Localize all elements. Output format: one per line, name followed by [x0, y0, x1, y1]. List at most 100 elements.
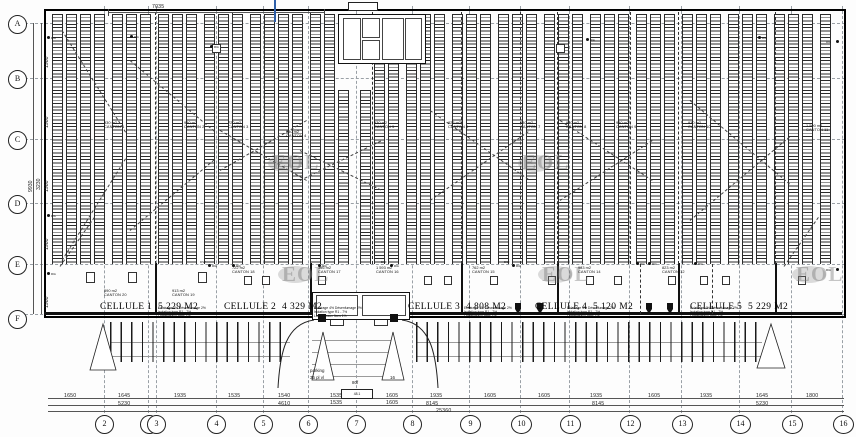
grid-bubble-column-10[interactable]: 10 — [511, 415, 532, 434]
ria-label: RIA — [214, 45, 219, 49]
ria-label: RIA — [51, 36, 56, 40]
exit-arrow — [536, 302, 544, 320]
canton-12-name: CANTON 12 — [662, 269, 685, 275]
canton-1-label: 930 m2 CANTON 1 — [104, 120, 124, 130]
canton-15-name: CANTON 15 — [472, 269, 495, 275]
gridline-col-4 — [216, 6, 217, 418]
canton-4-area: 930 m2 — [286, 129, 299, 134]
canton-10-area: 930 m2 — [688, 120, 701, 125]
watermark-ellipse — [268, 155, 302, 172]
canton-15-area: 762 m2 — [472, 265, 485, 270]
bottom-partial-2: 4610 — [278, 401, 291, 407]
equipment-box — [212, 44, 221, 53]
rack-row — [682, 14, 693, 264]
ria-marker-dot — [636, 262, 640, 266]
rack-row — [618, 14, 629, 264]
canton-divider — [678, 12, 679, 264]
equipment-box — [668, 276, 676, 285]
ria-marker-dot — [758, 36, 762, 40]
grid-bubble-row-d[interactable]: D — [8, 195, 27, 214]
grid-bubble-column-6[interactable]: 6 — [299, 415, 318, 434]
grid-bubble-column-16[interactable]: 16 — [833, 415, 854, 434]
dimension-tick — [324, 9, 325, 16]
canton-5-label: 930 m2 CANTON 5 — [374, 120, 394, 130]
grid-bubble-column-5[interactable]: 5 — [254, 415, 273, 434]
canton-3-name: CANTON 3 — [228, 124, 249, 130]
grid-bubble-column-9[interactable]: 9 — [460, 415, 481, 434]
left-dimension-value-4: 1980 — [44, 238, 50, 250]
ria-label: RIA — [236, 264, 241, 268]
cellule-2-name: CELLULE 2 — [224, 302, 277, 312]
ria-marker-dot — [318, 264, 322, 268]
grid-bubble-column-8[interactable]: 8 — [403, 415, 422, 434]
ria-marker-dot — [586, 38, 590, 42]
equipment-box — [700, 276, 708, 285]
firewall-c4-c5 — [557, 263, 559, 314]
grid-bubble-row-a[interactable]: A — [8, 15, 27, 34]
canton-6-area: 823 m2 — [448, 120, 461, 125]
parking-stripe — [312, 364, 392, 365]
rack-row — [360, 90, 371, 264]
canton-divider — [310, 12, 311, 264]
canton-19-label: 913 m2 CANTON 19 — [172, 288, 195, 298]
rack-row — [728, 14, 739, 264]
canton-18-label: 722 m2 CANTON 18 — [232, 265, 255, 275]
equipment-box — [424, 276, 432, 285]
cellule-1-note-line3: Lanterneaux fixes 1% — [158, 313, 191, 318]
grid-bubble-column-12[interactable]: 12 — [620, 415, 641, 434]
canton-4-name: CANTON 4 — [286, 133, 307, 139]
vertical-selection-cursor[interactable] — [274, 0, 277, 22]
left-dimension-value-3: 1980 — [44, 180, 50, 192]
grid-bubble-column-13[interactable]: 13 — [672, 415, 693, 434]
office-room — [362, 40, 380, 60]
rack-row — [636, 14, 647, 264]
rack-row — [480, 14, 491, 264]
cellule-2-note-line1: Eclairage 4% Désenfumage 2% — [314, 306, 362, 310]
dock-room-right — [362, 295, 406, 316]
grid-bubble-column-2[interactable]: 2 — [95, 415, 114, 434]
canton-2-name: CANTON 2 — [184, 124, 205, 130]
equipment-box — [128, 272, 137, 283]
ria-label: RIA — [516, 264, 521, 268]
grid-bubble-column-14[interactable]: 14 — [730, 415, 751, 434]
grid-bubble-column-15[interactable]: 15 — [782, 415, 803, 434]
cellule-1-note-line2: Isolation type R1 - 7% — [158, 309, 192, 314]
rack-row — [338, 90, 349, 264]
canton-11-name: CANTON 11 — [806, 127, 829, 133]
ria-marker-dot — [47, 214, 51, 218]
canton-2-label: 930 m2 CANTON 2 — [184, 120, 205, 130]
watermark-ellipse — [518, 155, 552, 172]
watermark-logo: EOL — [272, 150, 320, 174]
canton-16-label: 1 593 m2 CANTON 16 — [376, 265, 399, 275]
canton-14-name: CANTON 14 — [578, 269, 601, 275]
grid-bubble-column-7[interactable]: 7 — [347, 415, 366, 434]
canton-6-label: 823 m2 CANTON 6 — [448, 120, 468, 130]
rack-row — [140, 14, 151, 264]
left-dimension-value-2: 1980 — [44, 116, 50, 128]
grid-bubble-column-4[interactable]: 4 — [207, 415, 226, 434]
gridline-col-11 — [569, 6, 570, 418]
grid-bubble-row-c[interactable]: C — [8, 131, 27, 150]
rack-row — [664, 14, 675, 264]
apron-curve-right — [400, 318, 440, 395]
grid-bubble-row-f[interactable]: F — [8, 310, 27, 329]
ria-label: RIA — [640, 262, 645, 266]
grid-bubble-column-3[interactable]: 3 — [147, 415, 166, 434]
grid-bubble-column-11[interactable]: 11 — [560, 415, 581, 434]
cellule-4-name: CELLULE 4 — [535, 302, 588, 312]
dsf-label: DSF — [381, 260, 387, 264]
parking-stripe — [312, 340, 392, 341]
dimension-tick — [108, 9, 109, 16]
bottom-dim-15: 1800 — [806, 393, 819, 399]
canton-20-label: 590 m2 CANTON 20 — [104, 288, 127, 298]
grid-bubble-row-b[interactable]: B — [8, 70, 27, 89]
canton-17-name: CANTON 17 — [318, 269, 341, 275]
cellule-4-note: Eclairage 4% Désenfumage 2% Isolation ty… — [567, 306, 615, 319]
cellule-1-note-line1: Eclairage 4% Désenfumage 2% — [158, 306, 206, 310]
watermark-ellipse — [278, 266, 312, 283]
rack-row — [80, 14, 91, 264]
canton-7-label: 930 m2 CANTON 7 — [520, 120, 540, 130]
grid-bubble-row-e[interactable]: E — [8, 256, 27, 275]
